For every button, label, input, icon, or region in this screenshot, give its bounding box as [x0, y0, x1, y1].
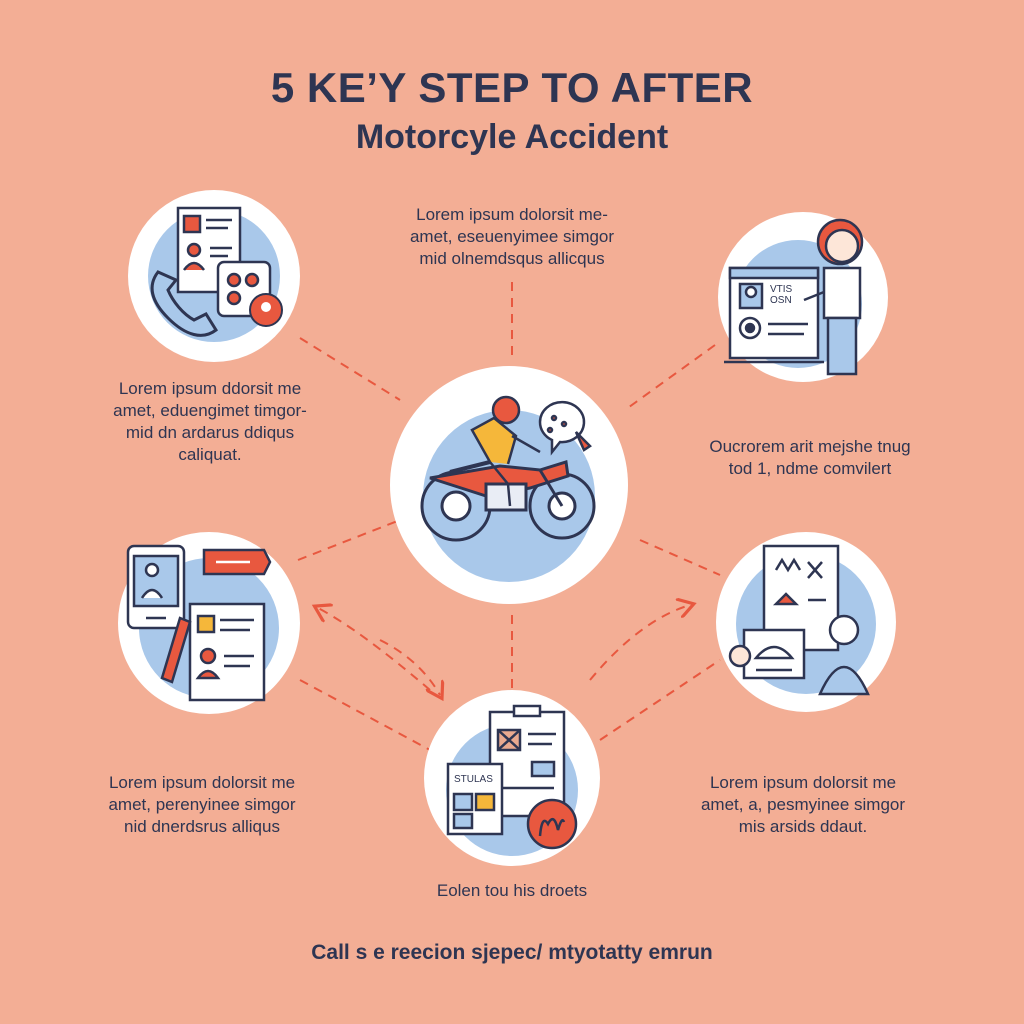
arrow-curve-right [589, 605, 690, 681]
step-circle-documents [118, 532, 300, 714]
page-title: 5 KE’Y STEP TO AFTER [270, 64, 754, 111]
motorcycle-icon [420, 460, 596, 542]
connector-mid-right [639, 539, 721, 576]
tablet-icon [126, 544, 186, 630]
document-icon [188, 602, 266, 702]
page-subtitle: Motorcyle Accident [355, 118, 669, 156]
step-circle-report [716, 532, 896, 712]
step-circle-call [128, 190, 300, 362]
step-text-bottom-left: Lorem ipsum dolorsit me amet, perenyinee… [108, 773, 296, 836]
step-text-top-center: Lorem ipsum dolorsit me- amet, eseuenyim… [409, 205, 615, 268]
arrow-curve-left-down [379, 639, 440, 695]
connector-bottom-left [299, 679, 431, 751]
step-text-bottom-center: Eolen tou his droets [436, 881, 588, 900]
payment-icon [728, 628, 806, 680]
connector-mid-left [297, 519, 401, 561]
document-label: STULAS [454, 774, 493, 785]
connector-bottom-right [599, 659, 721, 741]
speech-bubble-icon [538, 400, 592, 456]
step-circle-clipboard: STULAS [424, 690, 600, 866]
step-text-bottom-right: Lorem ipsum dolorsit me amet, a, pesmyin… [700, 773, 906, 836]
person-icon [803, 218, 864, 376]
footer-text: Call s e reecion sjepec/ mtyotatty emrun [311, 941, 713, 964]
step-text-top-left: Lorem ipsum ddorsit me amet, eduengimet … [113, 379, 307, 464]
connector-top-right [624, 344, 716, 411]
phone-icon [150, 270, 218, 337]
connector-top-left [299, 337, 401, 401]
person-icon [818, 614, 870, 696]
document-icon [446, 762, 504, 836]
arrow-curve-left [318, 608, 431, 691]
location-pin-icon [249, 293, 283, 327]
pencil-icon [160, 616, 192, 684]
step-circle-motorcycle [390, 366, 628, 604]
step-text-top-right: Oucrorem arit mejshe tnug tod 1, ndme co… [709, 437, 911, 478]
presenter-screen-icon [724, 266, 824, 364]
